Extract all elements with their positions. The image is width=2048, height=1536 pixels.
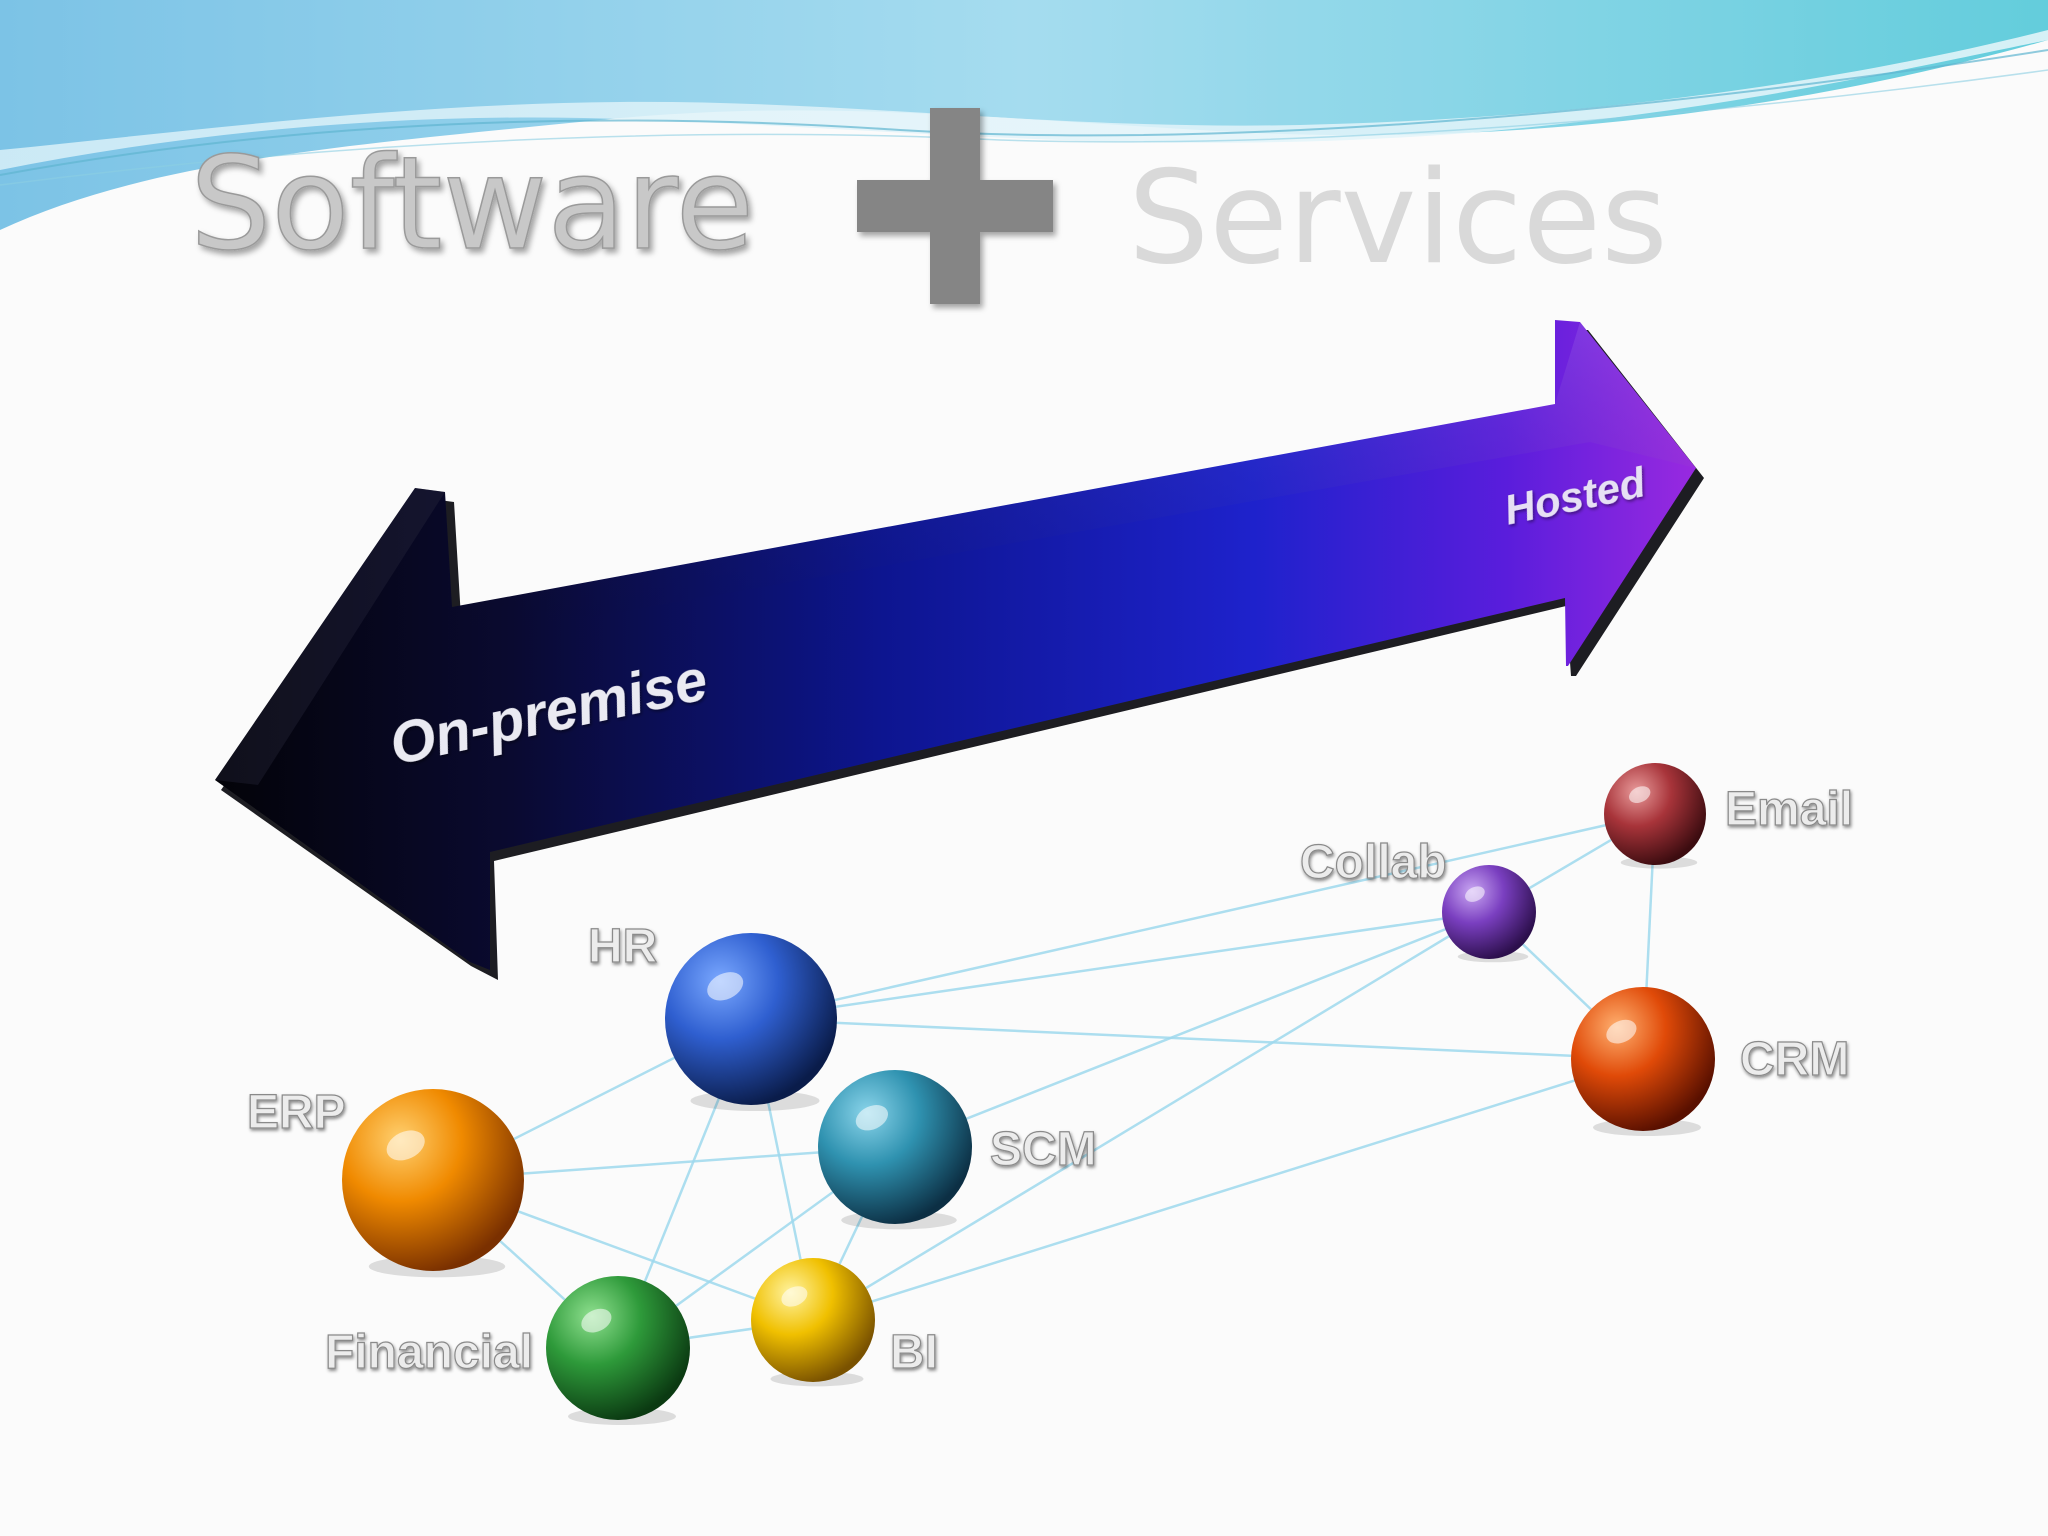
node-financial: Financial: [325, 1276, 690, 1425]
node-email-label: Email: [1725, 783, 1853, 836]
node-bi-label: BI: [890, 1326, 938, 1379]
node-erp-sphere: [342, 1089, 524, 1271]
title-services: Services: [1128, 144, 1668, 293]
node-bi: BI: [751, 1258, 938, 1386]
node-email: Email: [1604, 763, 1853, 869]
node-crm-sphere: [1571, 987, 1715, 1131]
node-crm: CRM: [1571, 987, 1849, 1136]
node-collab: Collab: [1300, 836, 1536, 962]
node-scm: SCM: [818, 1070, 1097, 1229]
node-email-sphere: [1604, 763, 1706, 865]
node-erp-label: ERP: [247, 1086, 346, 1139]
node-crm-label: CRM: [1740, 1033, 1849, 1086]
edge-hr-collab: [751, 912, 1489, 1019]
edge-hr-crm: [751, 1019, 1643, 1059]
node-financial-label: Financial: [325, 1326, 533, 1379]
node-hr-sphere: [665, 933, 837, 1105]
node-scm-sphere: [818, 1070, 972, 1224]
node-erp: ERP: [247, 1086, 524, 1277]
node-scm-label: SCM: [990, 1123, 1097, 1176]
node-hr-label: HR: [588, 920, 657, 973]
node-collab-sphere: [1442, 865, 1536, 959]
title-software: Software: [190, 130, 754, 279]
node-financial-sphere: [546, 1276, 690, 1420]
node-collab-label: Collab: [1300, 836, 1447, 889]
node-bi-sphere: [751, 1258, 875, 1382]
